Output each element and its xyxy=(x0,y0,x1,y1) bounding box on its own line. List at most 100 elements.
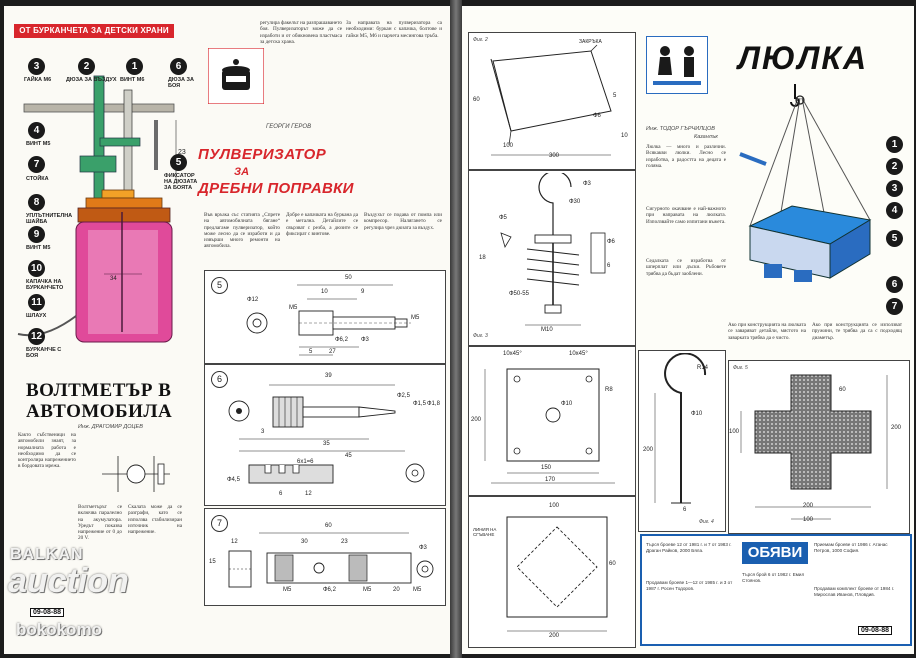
fig7-dim-m5a: M5 xyxy=(283,587,292,593)
voltmeter-text-3: Скалата може да се разграфи, като се изп… xyxy=(128,504,182,536)
callout-8-label: УПЛЪТНИТЕЛНА ШАЙБА xyxy=(26,213,73,225)
swing-byline: Инж. ТОДОР ГЪРЧИЛЦОВ xyxy=(646,126,715,132)
fig3-dim-18: 18 xyxy=(479,255,486,261)
ad-col-3: Приемам броеве от 1986 г. Атанас Петров,… xyxy=(814,542,888,553)
fig6-panel: 6 39 Ф2,5 Ф1,5 Ф1,8 3 35 45 6x1=6 Ф4,5 6… xyxy=(204,364,446,506)
hook-dim-r14: R14 xyxy=(697,365,709,371)
fig4-dim-150: 150 xyxy=(541,465,552,471)
callout-7-label: СТОЙКА xyxy=(26,176,49,182)
fig2-drawing xyxy=(490,44,612,156)
callout-2: 2 xyxy=(78,58,95,75)
fig7-dim-12: 12 xyxy=(231,539,238,545)
ads-title: ОБЯВИ xyxy=(742,542,808,564)
fig4-dim-r8: R8 xyxy=(605,387,613,393)
fig3-label: Фиг. 3 xyxy=(473,333,488,339)
seat-dim-100a: 100 xyxy=(803,517,814,523)
body-a-text: Във връзка със статията „Спрете на автом… xyxy=(204,212,280,250)
fig3-panel: Фиг. 3 Ф3 Ф5 Ф50-55 Ф6 6 M10 Ф30 18 xyxy=(468,170,636,346)
fig5-dim-50: 50 xyxy=(345,275,352,281)
fig7-drawing xyxy=(228,532,434,588)
fig2-panel: Фиг. 2 ЗАКРЪКА 300 5 Ф6 100 60 10 xyxy=(468,32,636,170)
fig2-dim-d6: Ф6 xyxy=(593,113,601,119)
fig2-dim-zakraka: ЗАКРЪКА xyxy=(579,39,602,45)
fig3-dim-d3: Ф3 xyxy=(583,181,591,187)
fig5-dim-5: 5 xyxy=(309,349,313,355)
callout-6-label: ДЮЗА ЗА БОЯ xyxy=(168,77,194,89)
voltmeter-text-2: Волтметърът се включва паралелно на акум… xyxy=(78,504,122,542)
watermark-auction: auction xyxy=(8,562,129,600)
callout-3: 3 xyxy=(28,58,45,75)
callout-1: 1 xyxy=(126,58,143,75)
fig7-panel: 7 60 30 23 12 M5 M5 Ф6,2 Ф3 M5 15 20 xyxy=(204,508,446,606)
fig2-label: Фиг. 2 xyxy=(473,37,488,43)
fig7-dim-23: 23 xyxy=(341,539,348,545)
seat-dim-100b: 100 xyxy=(729,429,740,435)
ads-issue-code: 09-08-88 xyxy=(858,626,893,635)
fig7-dim-d62: Ф6,2 xyxy=(323,587,336,593)
callout-4: 4 xyxy=(28,122,45,139)
fig4b-dim-60: 60 xyxy=(609,561,616,567)
seat-dim-200a: 200 xyxy=(803,503,814,509)
fig2-dim-60: 60 xyxy=(473,97,480,103)
fig7-dim-60: 60 xyxy=(325,523,332,529)
callout-2-label: ДЮЗА ЗА ВЪЗДУХ xyxy=(66,77,117,83)
fig6-dim-d45: Ф4,5 xyxy=(227,477,240,483)
fig4-label: Фиг. 4 xyxy=(699,519,714,525)
fig5-dim-m5b: M5 xyxy=(411,315,420,321)
fig3-dim-d30: Ф30 xyxy=(569,199,581,205)
swing-callout-5: 5 xyxy=(886,230,903,247)
hook-dim-d10: Ф10 xyxy=(691,411,703,417)
article-title-3: ДРЕБНИ ПОПРАВКИ xyxy=(198,180,354,197)
callout-12: 12 xyxy=(28,328,45,345)
fig7-dim-15: 15 xyxy=(209,559,216,565)
voltmeter-text-1: Както събственици на автомобили знаят, з… xyxy=(18,432,76,470)
callout-11: 11 xyxy=(28,294,45,311)
article-byline: ГЕОРГИ ГЕРОВ xyxy=(266,124,312,130)
fig2-dim-10: 10 xyxy=(621,133,628,139)
fig2-dim-300: 300 xyxy=(549,153,560,159)
fig5-number: 5 xyxy=(211,277,228,294)
fig6-dim-d18: Ф1,8 xyxy=(427,401,440,407)
svg-text:34: 34 xyxy=(110,276,117,282)
body-c-text: Въздухът се подава от помпа или компресо… xyxy=(364,212,442,231)
dim-23-label: 23 xyxy=(178,149,186,156)
hook-drawing xyxy=(654,353,707,504)
fig4b-bend-line: ЛИНИЯ НА СГЪВАНЕ xyxy=(473,527,497,537)
fig3-dim-d5: Ф5 xyxy=(499,215,507,221)
right-page: Фиг. 2 ЗАКРЪКА 300 5 Ф6 100 60 10 Фиг. 3… xyxy=(462,6,914,654)
hook-panel: Фиг. 4 R14 Ф10 200 6 xyxy=(638,350,726,532)
children-symbol-icon xyxy=(646,36,708,94)
fig4-dim-chamfer-a: 10x45° xyxy=(503,351,522,357)
swing-title: ЛЮЛКА xyxy=(738,40,869,76)
callout-7: 7 xyxy=(28,156,45,173)
article-title-2: ЗА xyxy=(234,166,250,178)
seat-dim-200b: 200 xyxy=(891,425,902,431)
fig6-dim-39: 39 xyxy=(325,373,332,379)
swing-callout-2: 2 xyxy=(886,158,903,175)
swing-callout-3: 3 xyxy=(886,180,903,197)
fig6-dim-d15: Ф1,5 xyxy=(413,401,426,407)
fig2-dim-5: 5 xyxy=(613,93,617,99)
hook-dim-6: 6 xyxy=(683,507,687,513)
swing-text-3: Седалката се изработва от шперплат или д… xyxy=(646,258,726,277)
fig4-dim-170: 170 xyxy=(545,477,556,483)
fig5-dim-10: 10 xyxy=(321,289,328,295)
voltmeter-byline: Инж. ДРАГОМИР ДОЦЕВ xyxy=(78,424,143,430)
fig6-dim-45: 45 xyxy=(345,453,352,459)
intro-col2-text: За направата на пулверизатора са необход… xyxy=(346,20,442,39)
fig5-right-label: Фиг. 5 xyxy=(733,365,748,371)
swing-text-5: Ако при конструкцията се използват пружи… xyxy=(812,322,902,341)
callout-10-label: КАПАЧКА НА БУРКАНЧЕТО xyxy=(26,279,64,291)
fig5-dim-27: 27 xyxy=(329,349,336,355)
fig6-dim-35: 35 xyxy=(323,441,330,447)
body-b-text: Добре е капачката на буркана да е металн… xyxy=(286,212,358,237)
fig3-drawing xyxy=(500,173,606,326)
callout-9-label: ВИНТ М5 xyxy=(26,245,51,251)
fig4b-dim-100: 100 xyxy=(549,503,560,509)
watermark-bokokomo: bokokomo xyxy=(16,620,102,639)
fig4b-dim-200: 200 xyxy=(549,633,560,639)
swing-callout-7: 7 xyxy=(886,298,903,315)
fig4-drawing xyxy=(484,368,615,484)
ad-col-2: Продавам броеве 1—12 от 1985 г. и 3 от 1… xyxy=(646,580,733,591)
seat-cross-drawing xyxy=(740,374,888,520)
